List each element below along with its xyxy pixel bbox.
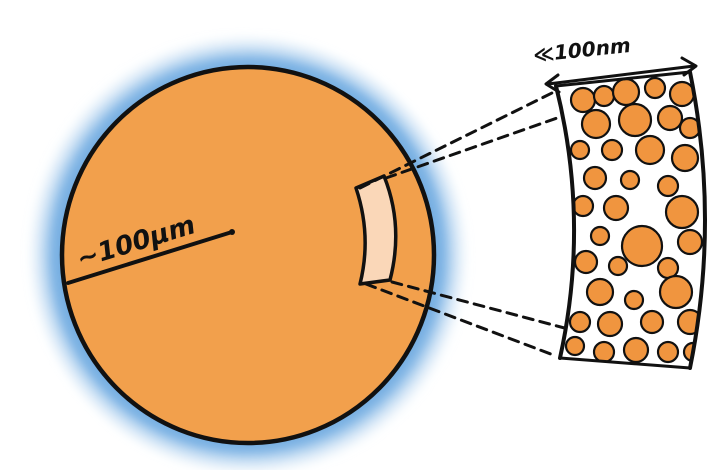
magnified-shell xyxy=(556,72,705,368)
shell-thickness-label: ≪100nm xyxy=(532,33,632,67)
center-dot xyxy=(229,229,235,235)
